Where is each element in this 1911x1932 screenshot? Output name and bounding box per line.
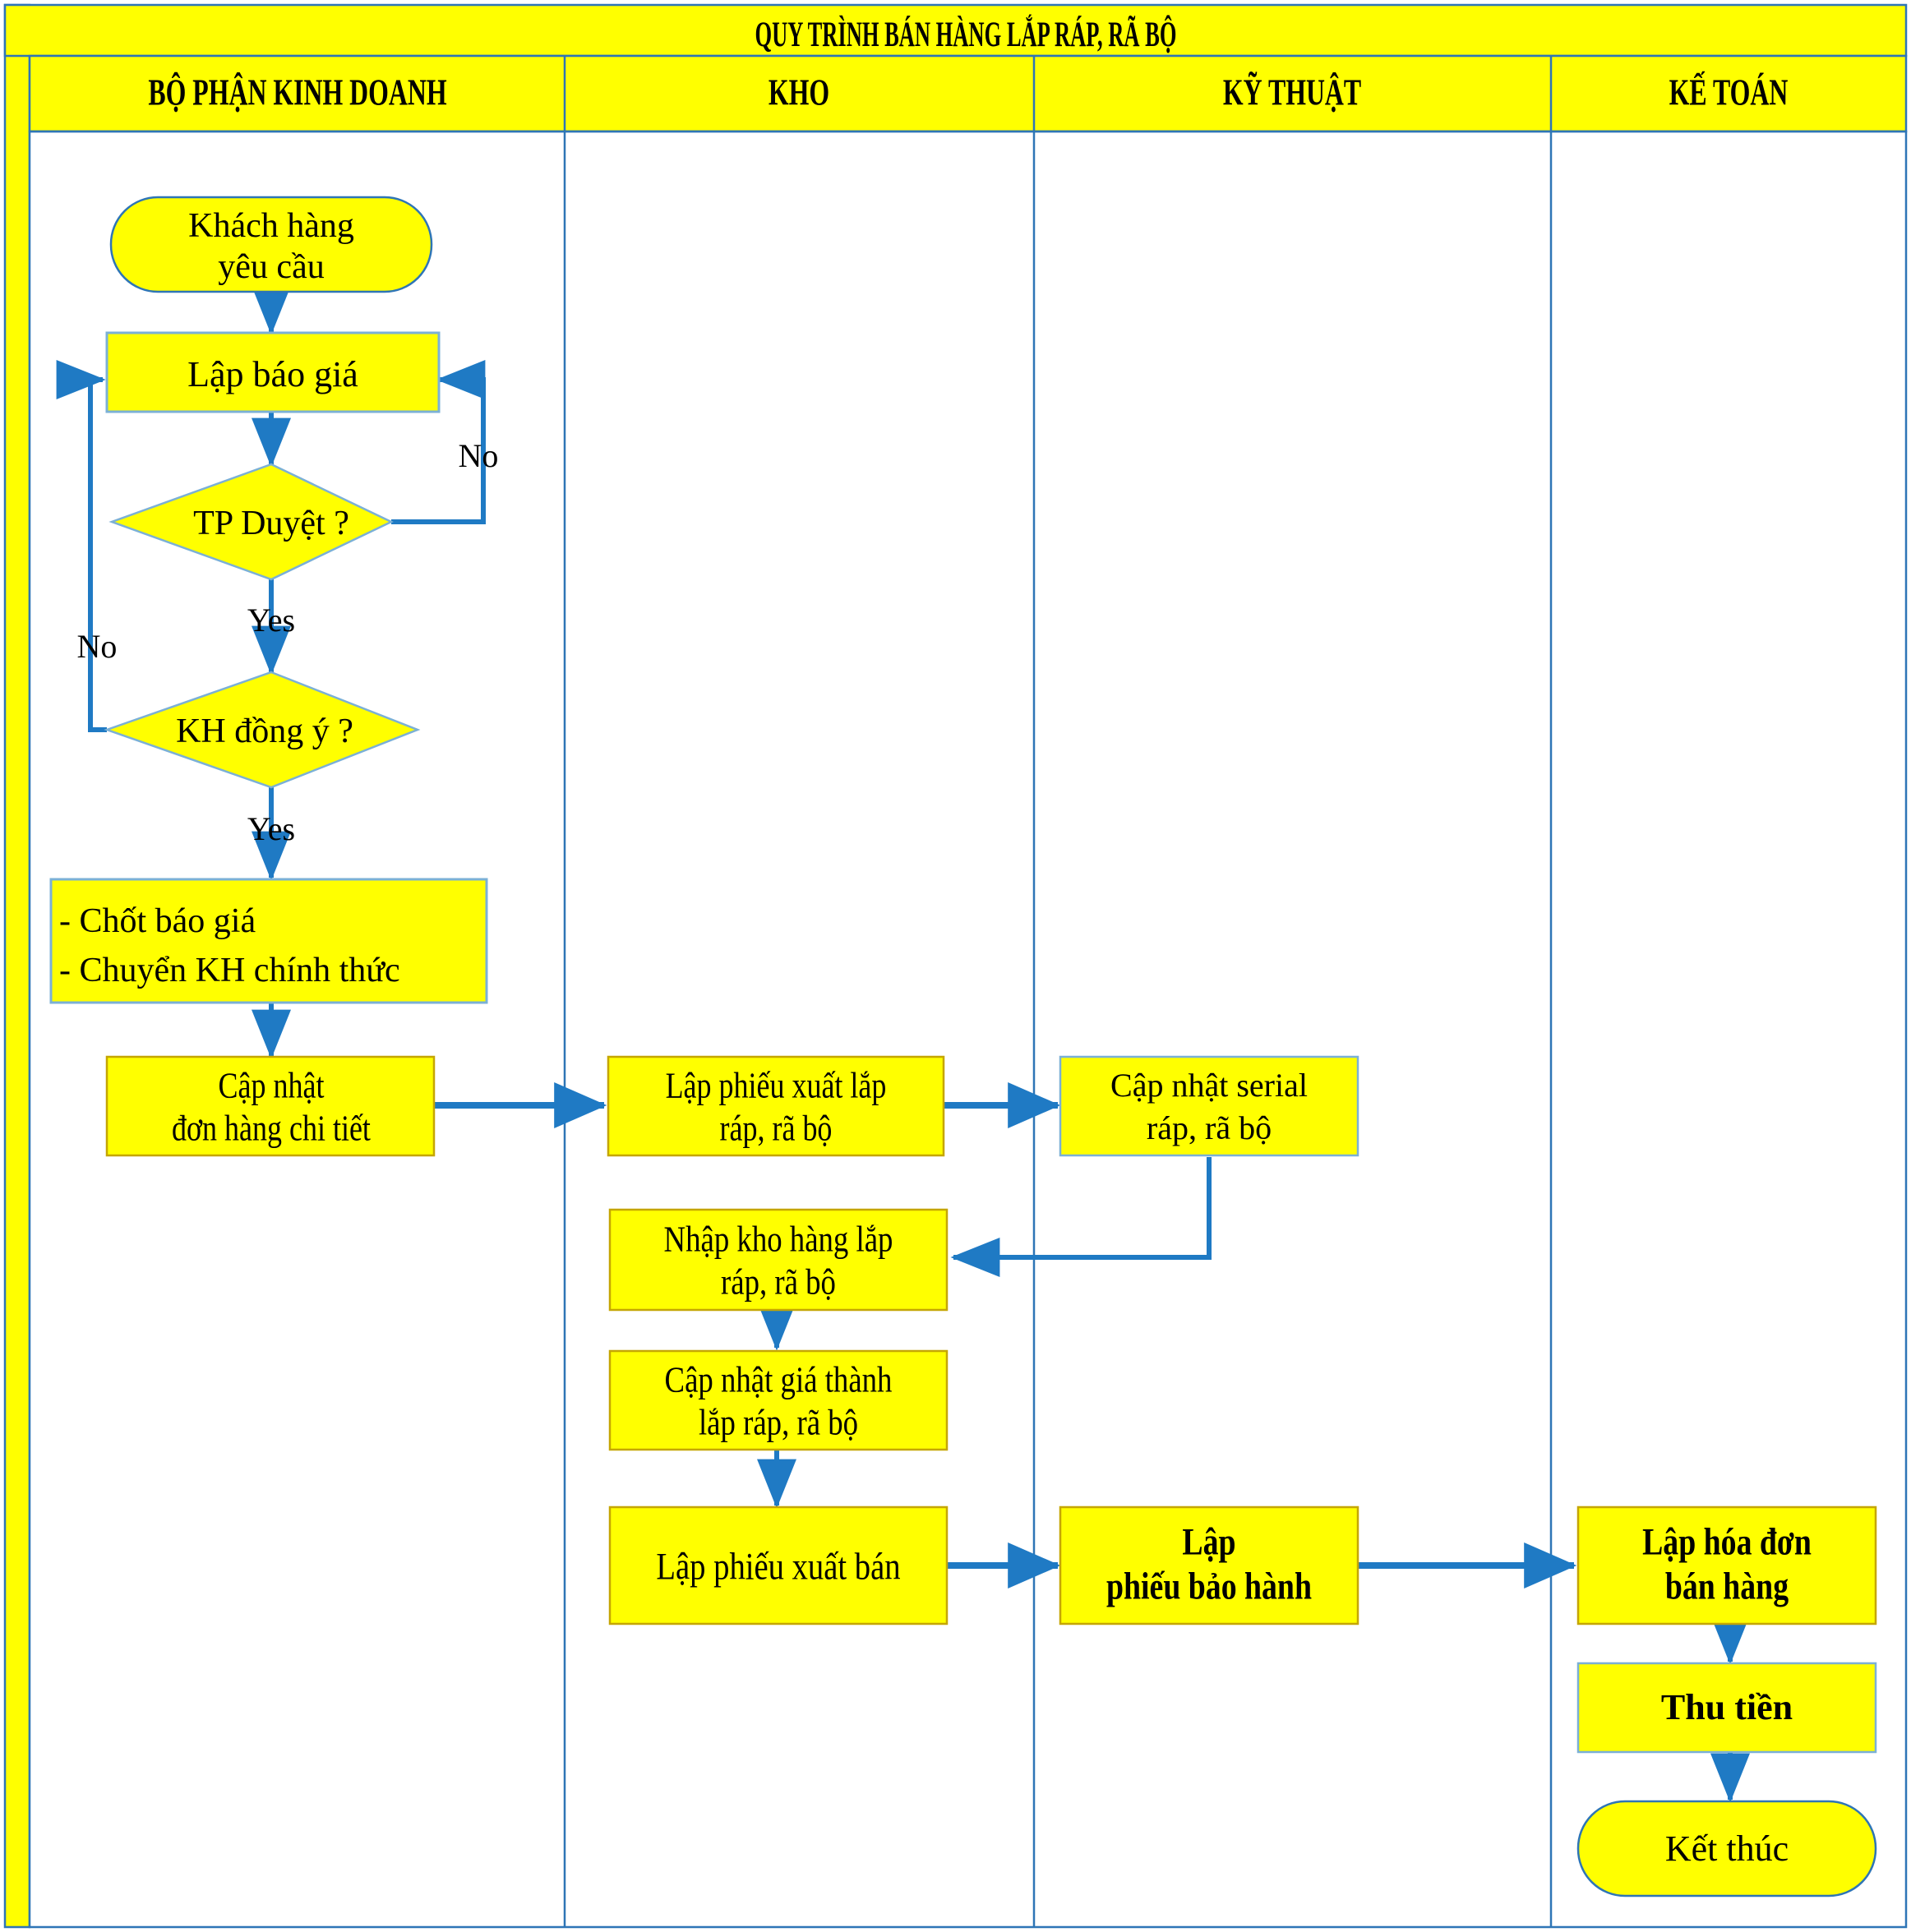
node-label-line1: Cập nhật giá thành xyxy=(665,1358,893,1399)
edge-label-khdongy-yes: Yes xyxy=(247,810,295,847)
node-nhap-kho-hang[interactable]: Nhập kho hàng lắp ráp, rã bộ xyxy=(608,1208,949,1312)
lane-header-ke-toan: KẾ TOÁN xyxy=(1669,71,1789,113)
edge-label-tpduyet-no: No xyxy=(459,437,499,474)
connectors-group xyxy=(56,285,1750,1803)
node-ket-thuc[interactable]: Kết thúc xyxy=(1576,1800,1877,1897)
node-label-line1: Khách hàng xyxy=(188,207,354,245)
node-kh-dong-y[interactable]: KH đồng ý ? xyxy=(104,671,421,789)
frame-group xyxy=(3,3,1908,1929)
edge-label-khdongy-no: No xyxy=(77,628,118,665)
node-cap-nhat-gia-thanh[interactable]: Cập nhật giá thành lắp ráp, rã bộ xyxy=(608,1349,949,1451)
node-label-line2: ráp, rã bộ xyxy=(721,1261,836,1302)
node-label-line1: Thu tiền xyxy=(1661,1687,1793,1727)
node-label-line2: phiếu bảo hành xyxy=(1106,1565,1312,1608)
node-label-line2: lắp ráp, rã bộ xyxy=(699,1401,858,1442)
node-label-line2: ráp, rã bộ xyxy=(720,1108,833,1149)
lane-header-kho: KHO xyxy=(769,72,829,113)
node-label-line1: Cập nhật serial xyxy=(1110,1067,1308,1104)
node-lap-phieu-xuat-ban[interactable]: Lập phiếu xuất bán xyxy=(608,1505,949,1625)
left-accent-strip xyxy=(3,3,31,1929)
node-label-line1: Nhập kho hàng lắp xyxy=(664,1218,893,1259)
lane-header-kinh-doanh: BỘ PHẬN KINH DOANH xyxy=(148,71,446,113)
edge-tpduyet-no xyxy=(391,360,486,524)
node-label-line1: Lập hóa đơn xyxy=(1642,1521,1812,1564)
edge-label-tpduyet-yes: Yes xyxy=(247,602,295,639)
node-label-line2: yêu cầu xyxy=(218,248,324,286)
node-label-line2: bán hàng xyxy=(1665,1565,1789,1608)
node-label-line1: - Chốt báo giá xyxy=(59,902,256,940)
node-label-line1: KH đồng ý ? xyxy=(176,712,353,750)
node-lap-phieu-bao-hanh[interactable]: Lập phiếu bảo hành xyxy=(1059,1505,1359,1625)
node-lap-phieu-xuat-lap-rap[interactable]: Lập phiếu xuất lắp ráp, rã bộ xyxy=(607,1055,945,1157)
node-label-line1: Lập báo giá xyxy=(187,354,358,394)
node-cap-nhat-don-hang[interactable]: Cập nhật đơn hàng chi tiết xyxy=(105,1055,436,1157)
body-frame xyxy=(28,130,1908,1929)
edge-labels-group: No Yes No Yes xyxy=(77,437,499,847)
node-label-line2: đơn hàng chi tiết xyxy=(172,1108,372,1149)
node-label-line2: - Chuyển KH chính thức xyxy=(59,952,400,989)
node-tp-duyet[interactable]: TP Duyệt ? xyxy=(108,463,394,581)
node-cap-nhat-serial[interactable]: Cập nhật serial ráp, rã bộ xyxy=(1059,1055,1359,1157)
node-label-line1: Lập phiếu xuất bán xyxy=(656,1546,900,1588)
node-label-line2: ráp, rã bộ xyxy=(1147,1109,1272,1146)
node-lap-hoa-don-ban-hang[interactable]: Lập hóa đơn bán hàng xyxy=(1576,1505,1877,1625)
node-thu-tien[interactable]: Thu tiền xyxy=(1576,1662,1877,1754)
node-khach-hang-yeu-cau[interactable]: Khách hàng yêu cầu xyxy=(109,196,433,293)
title-band xyxy=(3,3,1908,58)
node-lap-bao-gia[interactable]: Lập báo giá xyxy=(105,331,441,413)
node-chot-bao-gia[interactable]: - Chốt báo giá - Chuyển KH chính thức xyxy=(49,878,488,1004)
node-label-line1: Cập nhật xyxy=(219,1065,325,1106)
node-label-line1: Kết thúc xyxy=(1665,1828,1789,1869)
edge-serial-nhapkho xyxy=(950,1157,1212,1277)
page-title: QUY TRÌNH BÁN HÀNG LẮP RÁP, RÃ BỘ xyxy=(755,14,1177,53)
node-label-line1: Lập xyxy=(1182,1521,1235,1564)
node-label-line1: TP Duyệt ? xyxy=(193,505,349,542)
lane-header-ky-thuat: KỸ THUẬT xyxy=(1223,71,1361,113)
edge-khdongy-no xyxy=(56,360,107,732)
node-label-line1: Lập phiếu xuất lắp xyxy=(666,1065,887,1106)
header-band xyxy=(28,54,1908,133)
